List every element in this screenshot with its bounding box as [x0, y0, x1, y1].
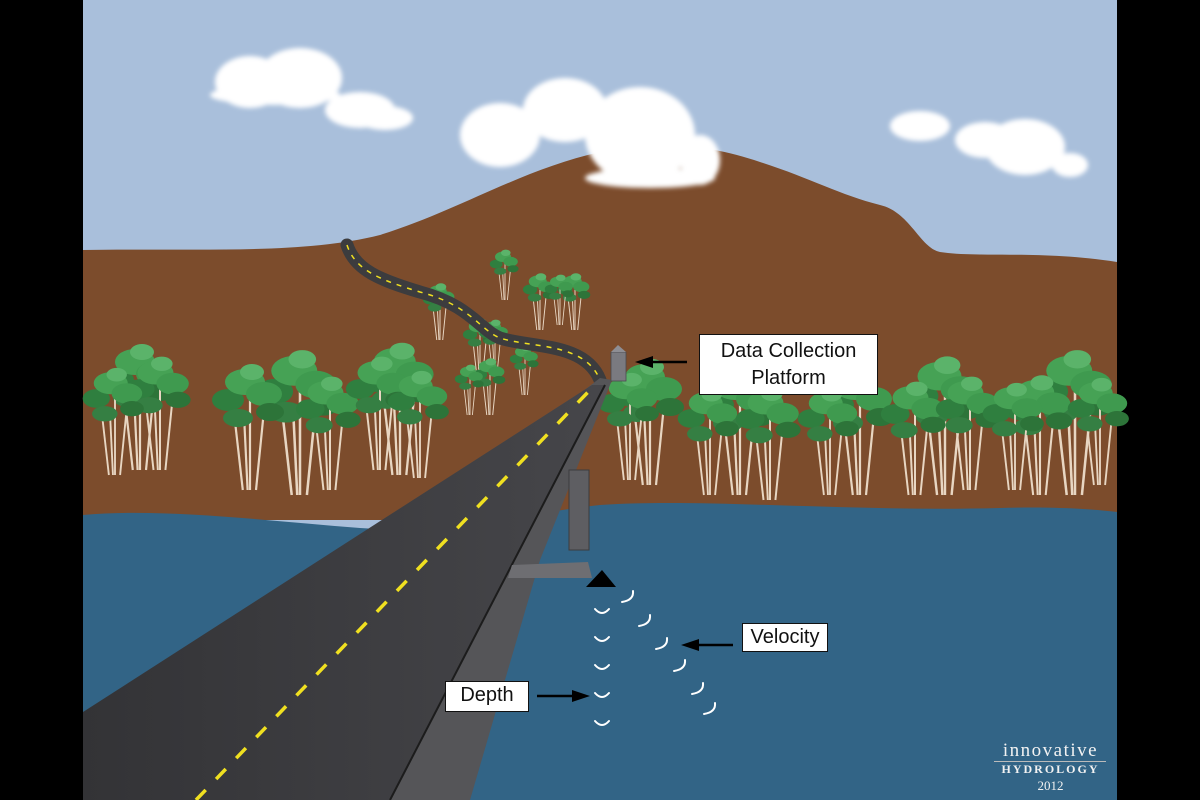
- arrow-depth: [537, 690, 590, 702]
- tree: [454, 364, 484, 416]
- brand-innovative: innovative: [1002, 740, 1099, 761]
- brand-hydrology: HYDROLOGY: [1001, 762, 1100, 776]
- tree: [597, 372, 659, 481]
- tree: [509, 344, 539, 396]
- pulse-arc: [691, 682, 705, 695]
- data-collection-label-line2: Platform: [751, 367, 826, 389]
- tree-group: [82, 249, 1129, 501]
- cloud-center: [460, 78, 720, 188]
- tree: [880, 381, 946, 496]
- sensor-arm: [508, 562, 592, 578]
- pulse-arc: [594, 636, 610, 642]
- tree: [557, 273, 591, 331]
- tree: [295, 376, 361, 491]
- right-black-bar: [1117, 0, 1200, 800]
- tree: [677, 387, 739, 496]
- velocity-label: Velocity: [742, 623, 828, 652]
- road-centerline: [194, 388, 592, 800]
- brand-divider: [994, 761, 1106, 762]
- arrow-data-collection: [635, 356, 687, 368]
- cloud-right: [890, 111, 1088, 177]
- data-collection-label-line1: Data Collection: [720, 340, 857, 362]
- brand-year: 2012: [1037, 778, 1064, 793]
- tree: [797, 387, 859, 496]
- pulse-arc: [655, 637, 669, 650]
- left-black-bar: [0, 0, 83, 800]
- bridge-pillar: [568, 469, 590, 551]
- winding-road: [340, 238, 607, 387]
- pulse-arc: [703, 702, 717, 715]
- tree: [82, 367, 144, 476]
- tree: [544, 274, 574, 326]
- pulse-arc: [594, 608, 610, 614]
- pulse-arc: [621, 590, 635, 603]
- clouds: [210, 48, 1088, 188]
- arrow-velocity: [681, 639, 733, 651]
- pulse-arc: [594, 720, 610, 726]
- road-edge: [389, 384, 606, 800]
- data-collection-platform: [610, 345, 627, 382]
- acoustic-pulses: [594, 590, 717, 726]
- pulse-arc: [594, 664, 610, 670]
- tree: [489, 249, 519, 301]
- road: [83, 385, 605, 800]
- cloud-left: [210, 48, 413, 130]
- pulse-arc: [594, 692, 610, 698]
- tree: [212, 364, 284, 491]
- pulse-arc: [673, 659, 687, 672]
- data-collection-platform-label: Data Collection Platform: [699, 334, 878, 395]
- tree: [1067, 377, 1129, 486]
- pulse-arc: [638, 614, 652, 627]
- tree: [387, 370, 449, 479]
- sensor: [586, 570, 616, 587]
- tree: [982, 382, 1044, 491]
- depth-label: Depth: [445, 681, 529, 712]
